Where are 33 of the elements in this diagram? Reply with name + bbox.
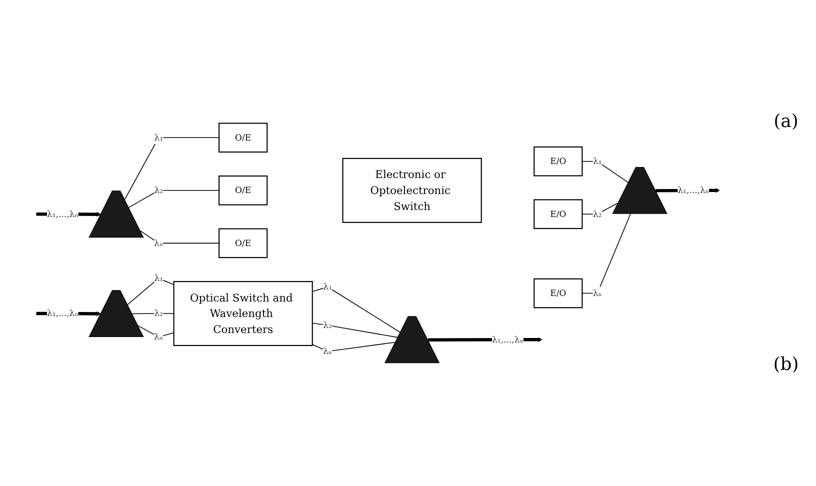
multiplexer-shape	[88, 290, 144, 337]
edge-label: λ₁,...,λₙ	[678, 184, 710, 197]
process-box: E/O	[534, 278, 583, 308]
edge-label: λ₁	[592, 154, 602, 168]
multiplexer-shape	[88, 190, 144, 238]
fiber-line	[582, 213, 631, 294]
panel-caption: (a)	[774, 111, 798, 132]
fiber-line	[582, 160, 629, 184]
fiber-line	[128, 190, 220, 208]
fiber-line	[582, 202, 619, 214]
panel-caption: (b)	[773, 354, 799, 375]
fiber-line	[124, 137, 220, 200]
edge-label: λ₁,...,λₙ	[46, 208, 78, 220]
multiplexer-shape	[612, 166, 668, 214]
process-box: O/E	[218, 175, 268, 206]
process-box: O/E	[218, 228, 268, 258]
edge-label: λ₁	[323, 280, 332, 294]
fiber-line	[312, 322, 398, 338]
edge-label: λ₁,...,λₙ	[492, 333, 524, 346]
process-box: E/O	[534, 199, 583, 229]
fiber-line	[138, 325, 174, 338]
process-box: Electronic or Optoelectronic Switch	[342, 158, 482, 223]
multiplexer-shape	[384, 316, 440, 364]
fiber-line	[312, 286, 401, 333]
process-box: O/E	[218, 122, 268, 153]
process-box: Optical Switch and Wavelength Converters	[173, 280, 313, 346]
edge-label: λ₁,...,λₙ	[46, 307, 78, 320]
process-box: E/O	[534, 146, 583, 176]
edge-label: λ₁	[154, 131, 164, 144]
edge-label: λ₁	[154, 272, 164, 285]
fiber-line	[127, 278, 174, 305]
fiber-line	[312, 342, 396, 352]
fiber-line	[140, 230, 220, 244]
